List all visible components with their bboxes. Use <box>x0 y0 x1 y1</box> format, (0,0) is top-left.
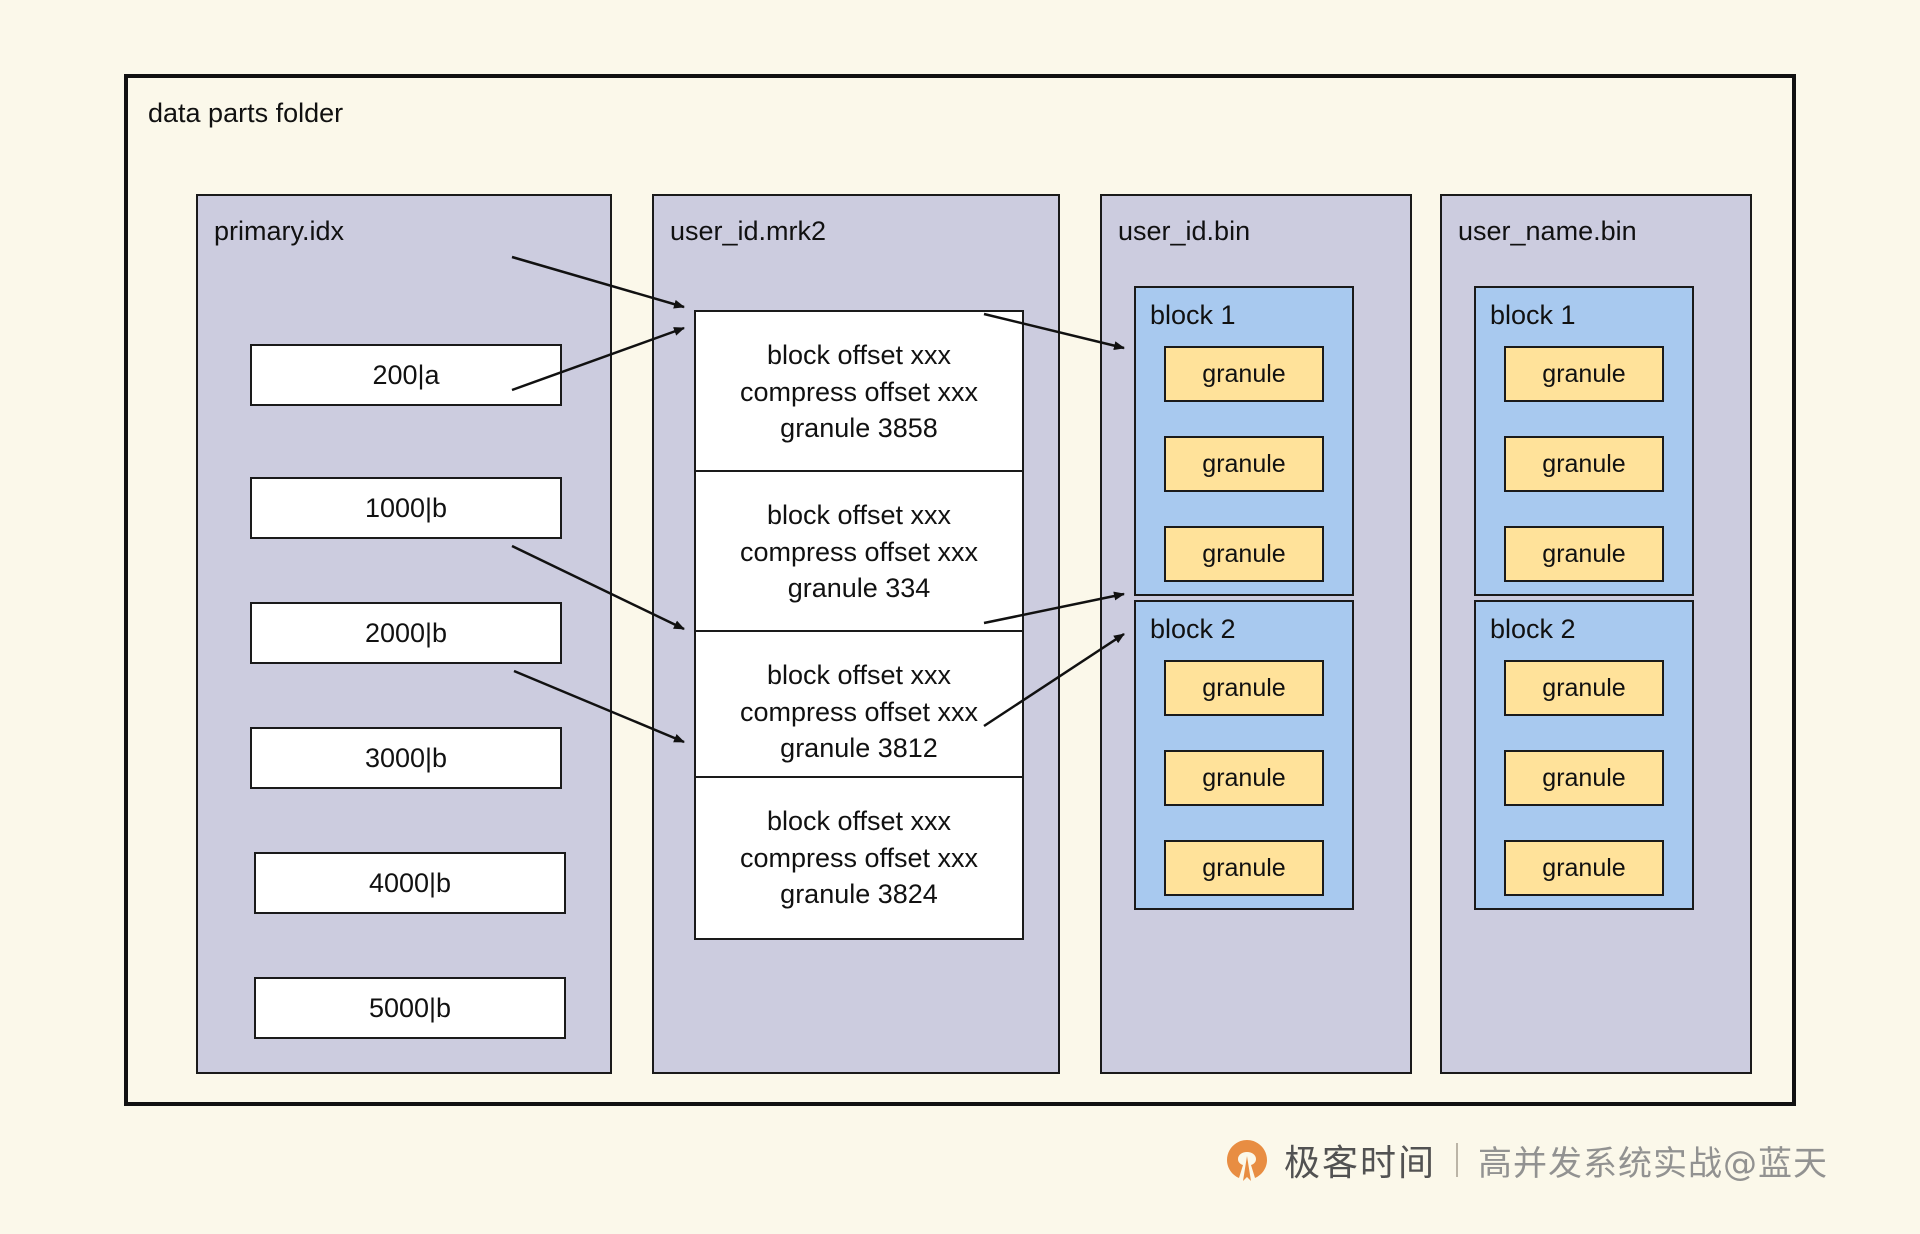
mark-granule: granule 3812 <box>780 733 938 764</box>
block-label: block 1 <box>1490 300 1576 330</box>
watermark: 极客时间 高并发系统实战@蓝天 <box>1224 1134 1828 1186</box>
idx-entry[interactable]: 2000|b <box>250 602 562 664</box>
granule[interactable]: granule <box>1504 750 1664 806</box>
granule[interactable]: granule <box>1504 346 1664 402</box>
geekbang-logo-icon <box>1224 1137 1270 1183</box>
mark-block-offset: block offset xxx <box>766 806 952 837</box>
granule[interactable]: granule <box>1164 750 1324 806</box>
file-panel-primary-idx: primary.idx 200|a 1000|b 2000|b 3000|b 4… <box>196 194 612 1074</box>
granule[interactable]: granule <box>1504 660 1664 716</box>
idx-entry[interactable]: 3000|b <box>250 727 562 789</box>
idx-entry[interactable]: 4000|b <box>254 852 566 914</box>
block-label: block 1 <box>1150 300 1236 330</box>
mark-compress-offset: compress offset xxx <box>739 536 979 567</box>
mark-granule: granule 334 <box>787 573 931 604</box>
file-panel-user-name-bin: user_name.bin block 1 granule granule gr… <box>1440 194 1752 1074</box>
file-title-user-name-bin: user_name.bin <box>1458 216 1637 246</box>
mark-entry[interactable]: block offset xxx compress offset xxx gra… <box>694 310 1024 474</box>
mark-granule: granule 3824 <box>780 879 938 910</box>
idx-entry[interactable]: 200|a <box>250 344 562 406</box>
mark-compress-offset: compress offset xxx <box>739 376 979 407</box>
mark-granule: granule 3858 <box>780 413 938 444</box>
mark-compress-offset: compress offset xxx <box>739 696 979 727</box>
frame-title: data parts folder <box>148 98 344 128</box>
watermark-course: 高并发系统实战@蓝天 <box>1478 1143 1828 1184</box>
granule[interactable]: granule <box>1164 526 1324 582</box>
watermark-divider <box>1456 1143 1458 1177</box>
block-label: block 2 <box>1150 614 1236 644</box>
diagram-frame: data parts folder primary.idx 200|a 1000… <box>124 74 1796 1106</box>
mark-entry[interactable]: block offset xxx compress offset xxx gra… <box>694 776 1024 940</box>
granule[interactable]: granule <box>1504 840 1664 896</box>
bin-block[interactable]: block 2 granule granule granule <box>1134 600 1354 910</box>
bin-block[interactable]: block 1 granule granule granule <box>1134 286 1354 596</box>
block-label: block 2 <box>1490 614 1576 644</box>
watermark-brand: 极客时间 <box>1283 1143 1436 1184</box>
mark-block-offset: block offset xxx <box>766 340 952 371</box>
bin-block[interactable]: block 2 granule granule granule <box>1474 600 1694 910</box>
granule[interactable]: granule <box>1504 526 1664 582</box>
granule[interactable]: granule <box>1164 436 1324 492</box>
idx-entry[interactable]: 1000|b <box>250 477 562 539</box>
mark-block-offset: block offset xxx <box>766 500 952 531</box>
bin-block[interactable]: block 1 granule granule granule <box>1474 286 1694 596</box>
mark-block-offset: block offset xxx <box>766 660 952 691</box>
file-title-primary-idx: primary.idx <box>214 216 345 246</box>
granule[interactable]: granule <box>1164 840 1324 896</box>
file-title-user-id-bin: user_id.bin <box>1118 216 1251 246</box>
file-title-user-id-mrk2: user_id.mrk2 <box>670 216 827 246</box>
idx-entry[interactable]: 5000|b <box>254 977 566 1039</box>
granule[interactable]: granule <box>1164 660 1324 716</box>
granule[interactable]: granule <box>1504 436 1664 492</box>
granule[interactable]: granule <box>1164 346 1324 402</box>
mark-entry[interactable]: block offset xxx compress offset xxx gra… <box>694 470 1024 634</box>
file-panel-user-id-mrk2: user_id.mrk2 block offset xxx compress o… <box>652 194 1060 1074</box>
file-panel-user-id-bin: user_id.bin block 1 granule granule gran… <box>1100 194 1412 1074</box>
mark-entry[interactable]: block offset xxx compress offset xxx gra… <box>694 630 1024 794</box>
mark-compress-offset: compress offset xxx <box>739 842 979 873</box>
